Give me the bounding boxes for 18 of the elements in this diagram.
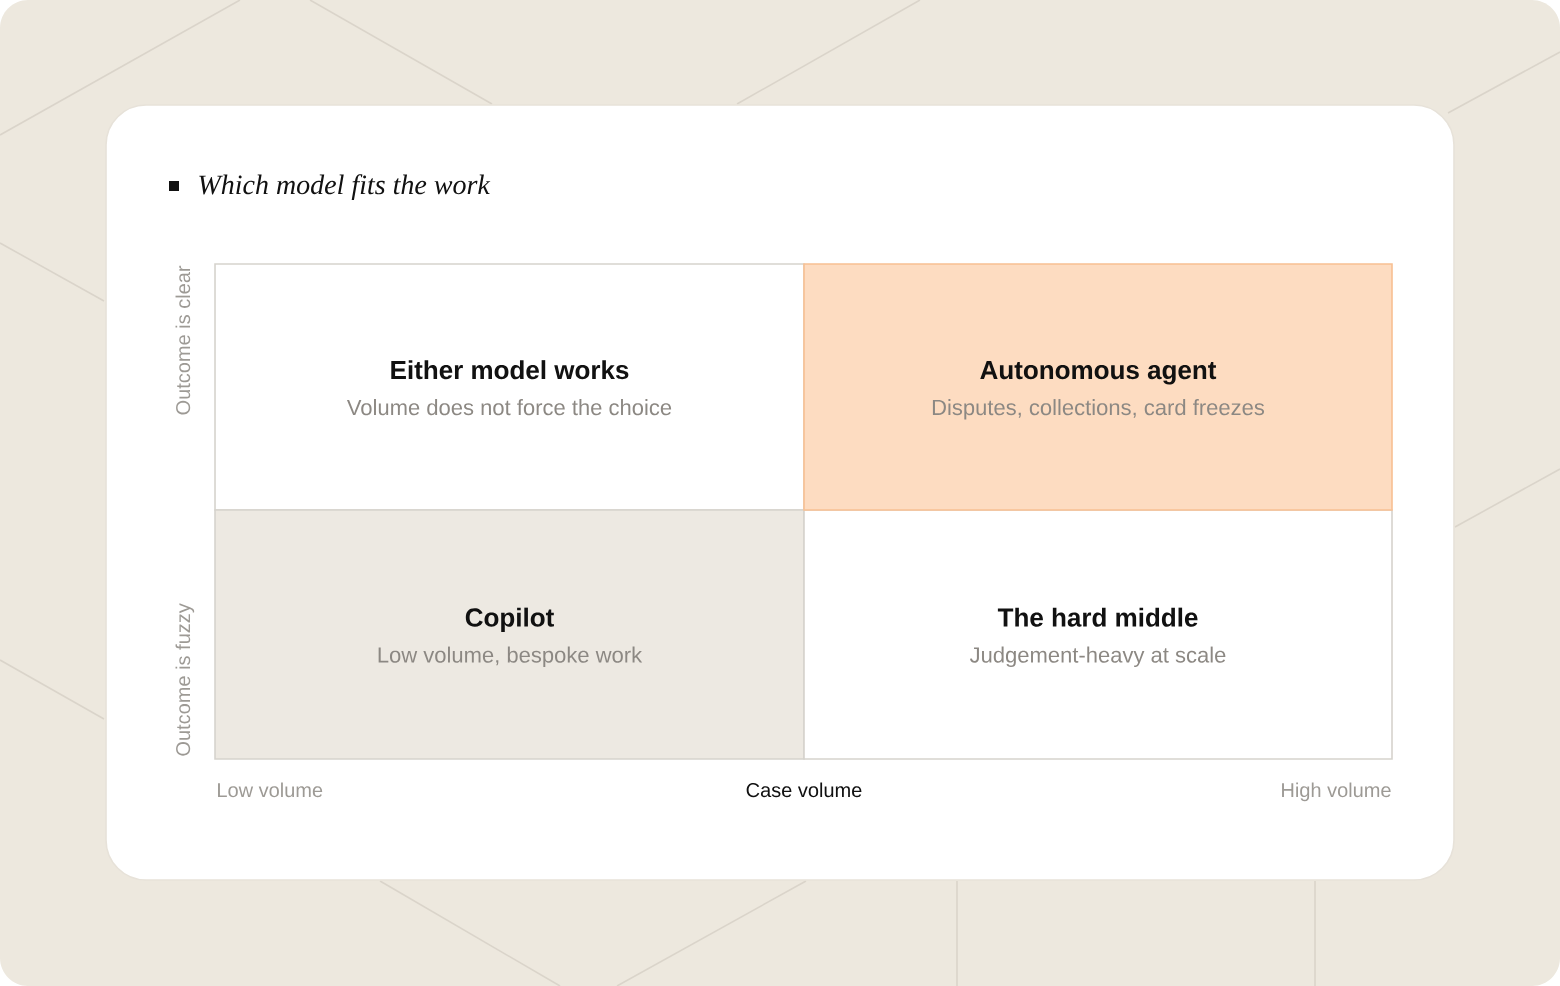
quadrant-heading: The hard middle: [997, 607, 1198, 627]
axis-label: Case volume: [746, 782, 862, 798]
axis-label: High volume: [1282, 782, 1391, 802]
quadrant-description: Judgement-heavy at scale: [969, 646, 1226, 668]
quadrant-box: [803, 509, 1393, 760]
quadrant-heading: Copilot: [465, 607, 554, 632]
quadrant-description: Volume does not force the choice: [346, 399, 672, 416]
chart-title: Which model fits the work: [199, 174, 491, 200]
quadrant-heading: Either model works: [391, 360, 629, 380]
quadrant-box: [214, 263, 805, 511]
axis-label: Outcome is clear: [175, 265, 191, 415]
quadrant-description: Disputes, collections, card freezes: [932, 399, 1265, 420]
axis-label: Outcome is fuzzy: [175, 603, 195, 756]
quadrant-box: [803, 263, 1393, 511]
axis-label: Low volume: [218, 782, 323, 798]
quadrant-description: Low volume, bespoke work: [378, 646, 643, 668]
quadrant-box: [214, 509, 805, 760]
quadrant-heading: Autonomous agent: [980, 361, 1217, 385]
